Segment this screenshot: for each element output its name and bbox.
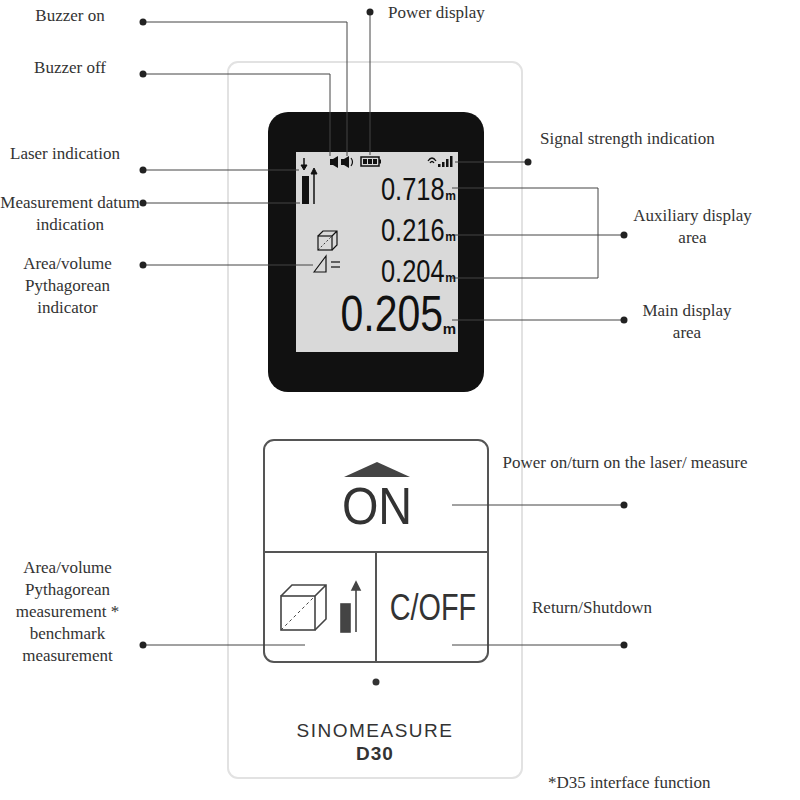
device-housing: SINOMEASURED300.718m0.216m0.204m0.205mON… xyxy=(228,62,522,778)
button-label: C/OFF xyxy=(389,590,477,626)
lcd-screen: 0.718m0.216m0.204m0.205m xyxy=(297,153,459,353)
on-button: ON xyxy=(265,441,489,553)
callout-label: Main display area xyxy=(632,300,742,344)
aux-reading: 0.204 xyxy=(381,256,445,287)
callout-label: Power on/turn on the laser/ measure xyxy=(500,452,750,474)
callout-label: Auxiliary display area xyxy=(630,205,755,249)
callout-label: Measurement datum indication xyxy=(0,192,140,236)
brand-name: SINOMEASURE xyxy=(229,721,521,740)
lcd-panel xyxy=(296,152,458,352)
callout-label: Return/Shutdown xyxy=(532,597,702,619)
callout-label: Power display xyxy=(388,2,528,24)
callout-label: *D35 interface function xyxy=(548,772,778,794)
callout-label: Signal strength indication xyxy=(540,128,780,150)
leader-dots xyxy=(140,9,628,649)
device-body xyxy=(228,62,522,778)
aux-reading: 0.718 xyxy=(381,174,445,205)
unit: m xyxy=(445,190,456,202)
lcd-icons xyxy=(301,156,453,272)
unit: m xyxy=(443,321,456,336)
callout-label: Area/volume Pythagorean indicator xyxy=(5,253,130,319)
button-label: ON xyxy=(277,480,477,532)
button-panel xyxy=(264,440,488,662)
indicator-dot xyxy=(373,679,380,686)
mode-button-icon xyxy=(281,582,360,632)
callout-label: Buzzer on xyxy=(10,5,130,27)
c-off-button: C/OFF xyxy=(377,553,489,663)
button-divider xyxy=(375,552,377,662)
callout-label: Buzzer off xyxy=(10,57,130,79)
screen-bezel xyxy=(268,112,484,392)
main-reading: 0.205 xyxy=(340,289,443,339)
callout-label: Laser indication xyxy=(10,143,120,165)
unit: m xyxy=(445,231,456,243)
callout-label: Area/volume Pythagorean measurement * be… xyxy=(0,557,135,667)
up-arrow-symbol xyxy=(344,462,410,477)
model-name: D30 xyxy=(229,744,521,763)
unit: m xyxy=(445,272,456,284)
aux-reading: 0.216 xyxy=(381,215,445,246)
leader-lines xyxy=(143,12,622,645)
